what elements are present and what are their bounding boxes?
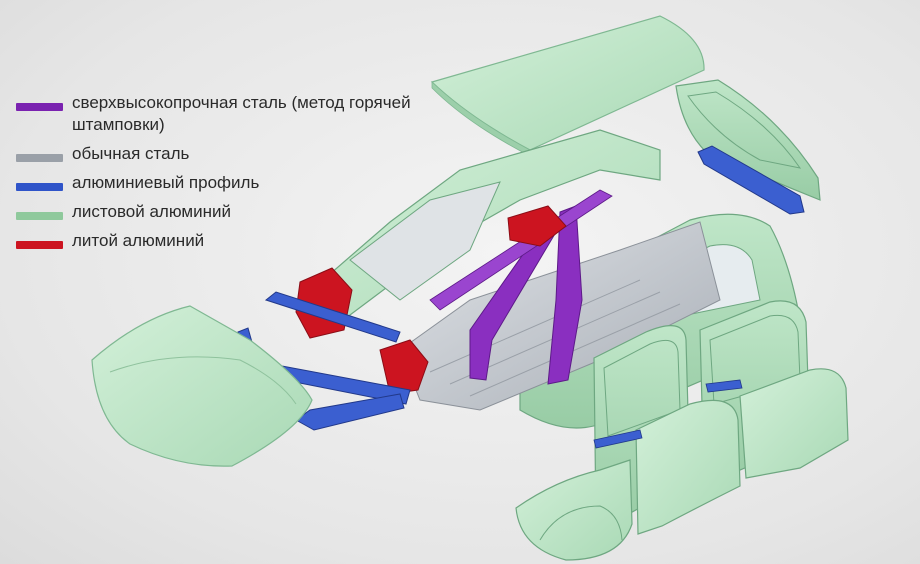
legend-label: алюминиевый профиль (72, 173, 260, 192)
legend-label: листовой алюминий (72, 202, 231, 221)
roof-panel (430, 15, 705, 151)
front-door-window-frame (603, 339, 681, 437)
rear-door-intrusion-beam (705, 379, 743, 393)
legend-label: сверхвысокопрочная сталь (метод горячей … (72, 93, 411, 134)
legend-item-hot-formed-steel: сверхвысокопрочная сталь (метод горячей … (16, 92, 416, 136)
hood (91, 305, 313, 467)
legend-item-regular-steel: обычная сталь (16, 143, 416, 165)
hood-crease (109, 356, 297, 405)
front-door-outer (635, 399, 741, 535)
legend-swatch (16, 183, 63, 191)
legend-swatch (16, 241, 63, 249)
front-longitudinal-upper (264, 291, 401, 343)
tailgate (675, 79, 821, 201)
legend-label: обычная сталь (72, 144, 190, 163)
front-door-intrusion-beam (593, 429, 643, 449)
legend-item-cast-aluminium: литой алюминий (16, 230, 416, 252)
rear-door-outer (739, 368, 849, 479)
tailgate-window-frame (687, 91, 802, 169)
cast-rear-node (507, 205, 567, 247)
windshield-opening (349, 181, 501, 301)
legend-item-sheet-aluminium: листовой алюминий (16, 201, 416, 223)
rear-door-window-frame (709, 314, 801, 405)
front-fender-wheel-arch (539, 505, 623, 541)
front-bumper-beam (295, 393, 405, 431)
legend-swatch (16, 212, 63, 220)
rear-bumper-beam (697, 145, 805, 215)
legend-swatch (16, 103, 63, 111)
legend-swatch (16, 154, 63, 162)
material-legend: сверхвысокопрочная сталь (метод горячей … (16, 92, 416, 259)
legend-label: литой алюминий (72, 231, 205, 250)
legend-item-aluminium-profile: алюминиевый профиль (16, 172, 416, 194)
